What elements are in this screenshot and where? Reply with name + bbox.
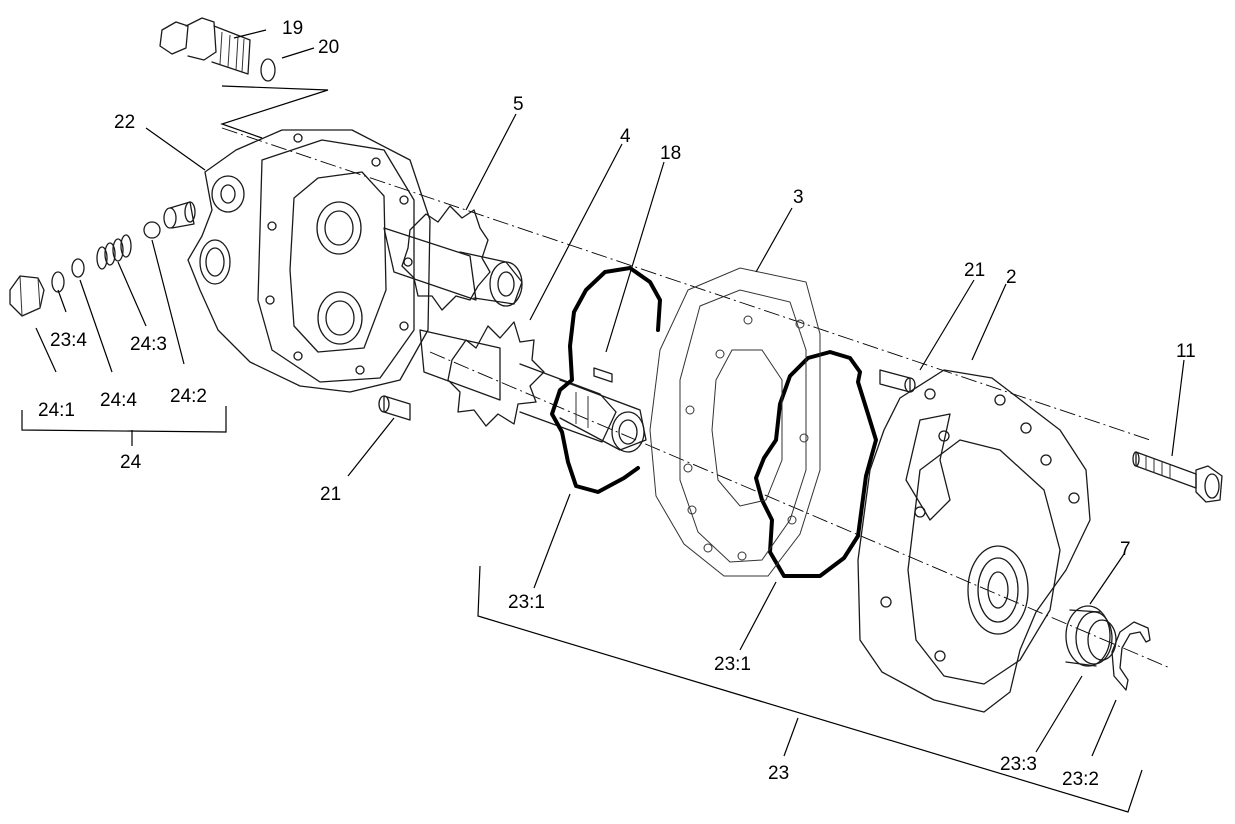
part-19-fitting — [159, 17, 251, 75]
part-24-4-washer — [71, 258, 85, 278]
callout-11: 11 — [1176, 341, 1196, 362]
callout-4: 4 — [620, 126, 631, 147]
callout-23-4: 23:4 — [50, 330, 87, 351]
part-20-o-ring — [260, 58, 276, 82]
part-23-1-seal-right — [754, 350, 878, 578]
callout-5: 5 — [513, 94, 524, 115]
callout-23-1-right: 23:1 — [714, 654, 751, 675]
fitting-to-housing-link — [220, 85, 329, 139]
callout-21-top: 21 — [964, 260, 985, 281]
callout-18: 18 — [660, 143, 681, 164]
leader-lines — [35, 29, 1185, 757]
callout-20: 20 — [318, 37, 339, 58]
part-4-drive-shaft — [419, 321, 647, 453]
callout-3: 3 — [793, 187, 804, 208]
callout-24-4: 24:4 — [100, 390, 137, 411]
part-21-dowel-pin-right — [879, 369, 916, 393]
part-22-housing — [187, 129, 431, 393]
callout-2: 2 — [1006, 267, 1017, 288]
part-23-1-seal-left — [550, 266, 662, 494]
part-23-4-o-ring — [51, 271, 65, 293]
part-24-poppet — [163, 201, 196, 229]
part-24-2-ball — [143, 221, 161, 239]
part-11-bolt — [1132, 451, 1223, 503]
bracket-23 — [477, 565, 1143, 813]
callout-24-1: 24:1 — [38, 400, 75, 421]
callout-labels: 19 20 22 5 4 18 3 21 2 11 7 21 23:4 24:3… — [38, 18, 1196, 790]
part-18-key — [593, 367, 613, 383]
part-24-3-spring — [96, 234, 132, 270]
part-2-end-cover — [857, 369, 1091, 713]
callout-23-2: 23:2 — [1062, 769, 1099, 790]
part-5-gear-shaft — [383, 205, 523, 311]
callout-23-3: 23:3 — [1000, 754, 1037, 775]
callout-23: 23 — [768, 763, 789, 784]
callout-24-2: 24:2 — [170, 386, 207, 407]
callout-21-bottom: 21 — [320, 484, 341, 505]
bracket-24 — [21, 406, 227, 433]
callout-23-1-left: 23:1 — [508, 592, 545, 613]
callout-24-3: 24:3 — [130, 334, 167, 355]
callout-19: 19 — [282, 18, 303, 39]
part-21-dowel-pin-left — [378, 395, 411, 421]
part-3-center-body — [649, 267, 821, 577]
part-7-shaft-seal — [1065, 605, 1117, 667]
callout-7: 7 — [1120, 539, 1131, 560]
callout-24: 24 — [120, 452, 142, 473]
part-23-2-circlip — [1111, 621, 1151, 691]
part-24-1-plug — [9, 275, 45, 317]
callout-22: 22 — [114, 112, 135, 133]
